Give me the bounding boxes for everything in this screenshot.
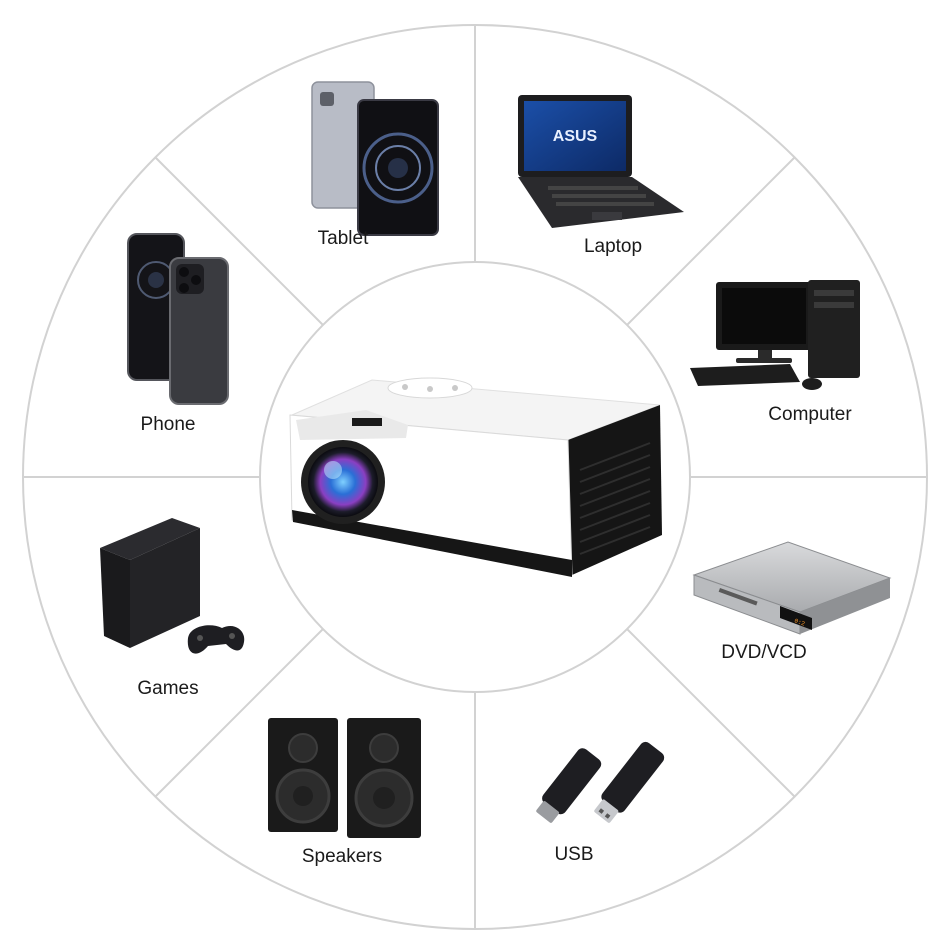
- device-label-dvd-vcd: DVD/VCD: [721, 642, 807, 663]
- device-label-laptop: Laptop: [584, 236, 642, 257]
- projector-icon: [289, 377, 662, 577]
- dvd-player-icon: 0:2: [692, 541, 892, 635]
- device-label-games: Games: [137, 678, 198, 699]
- divider-top-left: [154, 156, 324, 326]
- device-label-tablet: Tablet: [318, 228, 369, 249]
- game-console-icon: [100, 518, 245, 654]
- desktop-computer-icon: [690, 280, 860, 390]
- device-label-usb: USB: [554, 844, 593, 865]
- tablet-icon: [311, 81, 439, 236]
- device-label-speakers: Speakers: [302, 846, 382, 867]
- usb-drive-icon: [536, 741, 665, 823]
- speakers-icon: [268, 718, 421, 838]
- divider-bottom-right: [626, 628, 796, 798]
- phone-icon: [127, 233, 229, 405]
- svg-text:0:2: 0:2: [793, 617, 806, 627]
- device-label-phone: Phone: [141, 414, 196, 435]
- svg-text:ASUS: ASUS: [553, 128, 598, 145]
- device-label-computer: Computer: [768, 404, 852, 425]
- divider-bottom-left: [154, 628, 324, 798]
- laptop-icon: ASUS: [518, 95, 684, 228]
- divider-top-right: [626, 156, 796, 326]
